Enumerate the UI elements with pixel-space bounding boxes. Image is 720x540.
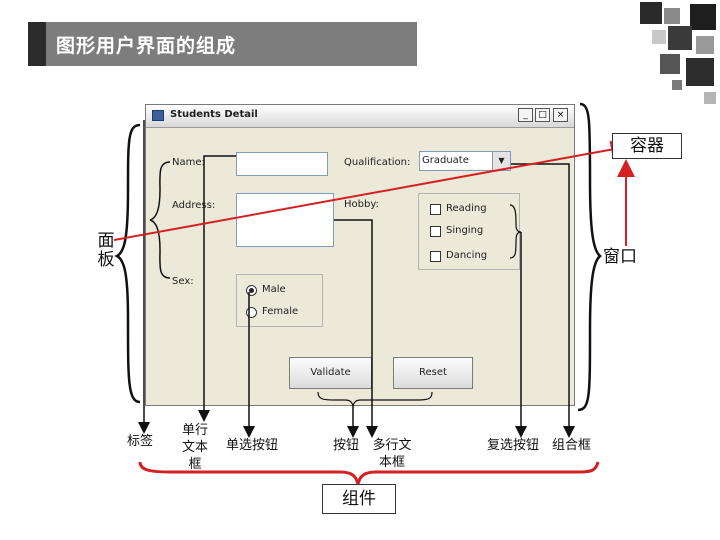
left-big-brace [114,123,141,404]
java-app-icon [152,110,164,121]
textfield-annotation: 单行文本框 [181,423,208,472]
combo-pointer [511,163,575,438]
maximize-button[interactable]: □ [535,108,550,122]
container-label: 容器 [612,133,682,159]
textarea-pointer [334,219,378,438]
combo-selected-value: Graduate [422,155,469,166]
sex-group [236,274,323,327]
reset-button[interactable]: Reset [393,357,473,389]
title-banner: 图形用户界面的组成 [28,22,417,66]
red-arrow-panel-to-container [113,140,629,241]
name-textfield[interactable] [236,152,328,176]
close-button[interactable]: × [553,108,568,122]
validate-button[interactable]: Validate [289,357,372,389]
components-label: 组件 [322,484,396,514]
checkbox-annotation: 复选按钮 [487,438,540,453]
page-title: 图形用户界面的组成 [56,35,237,57]
panel-label: 面板 [97,231,115,270]
button-annotation: 按钮 [333,438,360,453]
combo-annotation: 组合框 [552,438,592,453]
radio-annotation: 单选按钮 [226,438,279,453]
hobby-brace [509,204,522,259]
reading-checkbox[interactable] [430,204,441,215]
hobby-label: Hobby: [344,199,379,210]
chevron-down-icon[interactable]: ▼ [492,152,510,170]
right-big-brace [577,102,602,412]
students-detail-window: Students Detail _ □ × [145,104,575,406]
dancing-label: Dancing [446,250,488,261]
male-label: Male [262,284,286,295]
qualification-label: Qualification: [344,157,411,168]
window-title: Students Detail [170,109,258,120]
label-annotation: 标签 [127,434,154,449]
qualification-combobox[interactable]: Graduate ▼ [419,151,511,171]
dancing-checkbox[interactable] [430,251,441,262]
minimize-button[interactable]: _ [518,108,533,122]
name-label: Name: [172,157,205,168]
buttons-brace [317,391,433,407]
window-label: 窗口 [603,247,637,267]
textfield-pointer [198,155,236,422]
reading-label: Reading [446,203,487,214]
singing-checkbox[interactable] [430,226,441,237]
female-label: Female [262,306,299,317]
panel-brace [149,161,171,279]
male-radio[interactable] [246,285,257,296]
address-label: Address: [172,200,216,211]
window-titlebar: Students Detail _ □ × [146,105,574,128]
sex-label: Sex: [172,276,194,287]
singing-label: Singing [446,225,484,236]
textarea-annotation: 多行文本框 [372,438,412,470]
female-radio[interactable] [246,307,257,318]
